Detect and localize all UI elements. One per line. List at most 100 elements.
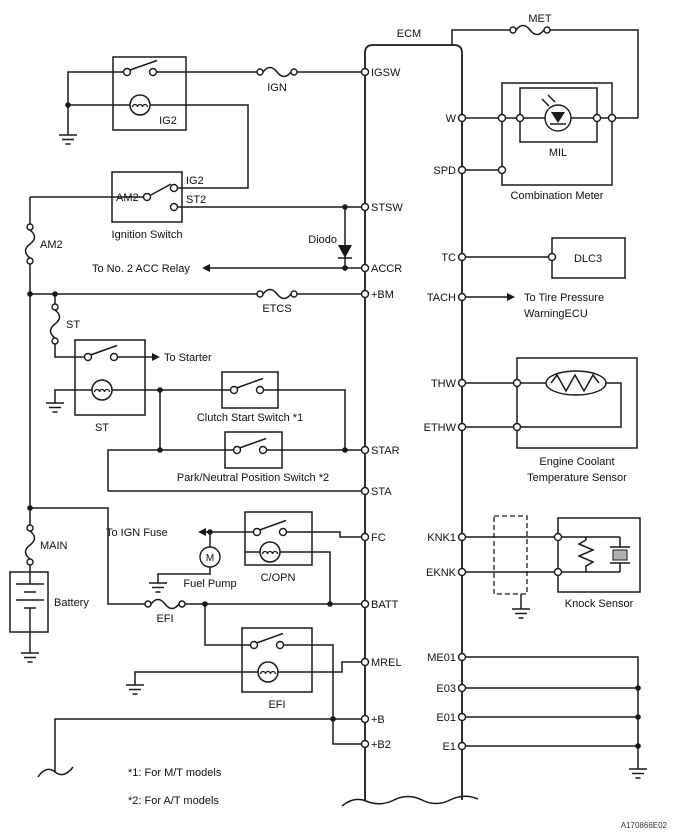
pin-label-igsw: IGSW	[371, 67, 401, 79]
fuse-label-met: MET	[528, 13, 552, 25]
pin-label-sta: STA	[371, 486, 392, 498]
pin-label-eknk: EKNK	[426, 567, 457, 579]
to-tire-pressure-label-line1: To Tire Pressure	[524, 292, 604, 304]
pin-label-batt: BATT	[371, 599, 399, 611]
ect-sensor-label-line1: Engine Coolant	[539, 456, 614, 468]
mil-lamp-icon	[541, 94, 572, 132]
efi-relay-box	[241, 627, 313, 693]
fuse-label-am2: AM2	[40, 239, 63, 251]
ecm-label: ECM	[397, 28, 421, 40]
terminal-label-am2: AM2	[116, 192, 139, 204]
ground-icon	[628, 763, 648, 779]
symbols	[24, 24, 628, 683]
pin-label-me01: ME01	[427, 652, 456, 664]
piezo-element-icon	[612, 549, 628, 561]
fuel-pump-motor-letter: M	[206, 553, 214, 564]
terminal-label-st2: ST2	[186, 194, 206, 206]
pin-label-b2: +B2	[371, 739, 391, 751]
pin-label-fc: FC	[371, 532, 386, 544]
ect-sensor-box	[516, 357, 638, 449]
pin-label-stsw: STSW	[371, 202, 403, 214]
fuel-pump-motor-icon	[199, 546, 221, 568]
combination-meter-label: Combination Meter	[511, 190, 604, 202]
to-acc-relay-label: To No. 2 ACC Relay	[92, 263, 190, 275]
st-relay-coil-icon	[91, 379, 113, 401]
to-acc-relay-arrow-icon	[202, 264, 210, 272]
pin-label-e1: E1	[443, 741, 456, 753]
copn-relay-coil-icon	[259, 541, 281, 563]
park-neutral-switch-label: Park/Neutral Position Switch *2	[177, 472, 329, 484]
to-tire-pressure-arrow-icon	[507, 293, 515, 301]
labels: ECM IGSW STSW ACCR +BM STAR STA FC BATT …	[40, 13, 668, 830]
pin-label-tc: TC	[441, 252, 456, 264]
fuse-label-etcs: ETCS	[262, 303, 291, 315]
knock-sensor-label: Knock Sensor	[565, 598, 634, 610]
pin-label-mrel: MREL	[371, 657, 402, 669]
pin-label-ethw: ETHW	[424, 422, 457, 434]
battery-box	[9, 571, 49, 633]
pin-label-w: W	[446, 113, 457, 125]
figure-id: A170866E02	[621, 821, 668, 830]
to-ign-fuse-label: To IGN Fuse	[106, 527, 168, 539]
to-tire-pressure-label-line2: WarningECU	[524, 308, 588, 320]
pin-label-spd: SPD	[433, 165, 456, 177]
relay-label-st: ST	[95, 422, 109, 434]
to-ign-fuse-arrow-icon	[198, 528, 206, 536]
ecm-break-wave	[341, 795, 479, 807]
ig2-relay-coil-icon	[129, 94, 151, 116]
pin-label-tach: TACH	[427, 292, 456, 304]
ign-fuse-icon	[256, 66, 298, 78]
pin-label-b: +B	[371, 714, 385, 726]
ground-icon	[20, 647, 40, 663]
mil-label: MIL	[549, 147, 567, 159]
pin-label-e01: E01	[436, 712, 456, 724]
fuse-label-efi: EFI	[156, 613, 173, 625]
relay-label-ig2: IG2	[159, 115, 177, 127]
pin-label-thw: THW	[431, 378, 457, 390]
ground-icon	[511, 603, 531, 619]
to-starter-arrow-icon	[152, 353, 160, 361]
note-at-models: *2: For A/T models	[128, 795, 219, 807]
ect-sensor-label-line2: Tem​perature Sensor	[527, 472, 627, 484]
ecm-outline	[341, 44, 479, 807]
relay-label-efi: EFI	[268, 699, 285, 711]
clutch-start-switch-box	[221, 371, 279, 409]
ground-icon	[58, 129, 78, 145]
met-fuse-icon	[509, 24, 551, 36]
relay-label-copn: C/OPN	[261, 572, 296, 584]
note-mt-models: *1: For M/T models	[128, 767, 222, 779]
grounds	[20, 129, 648, 779]
main-fuse-icon	[24, 524, 36, 566]
terminal-label-ig2: IG2	[186, 175, 204, 187]
to-starter-label: To Starter	[164, 352, 212, 364]
diode-label: Diodo	[308, 234, 337, 246]
diode-icon	[338, 245, 352, 258]
etcs-fuse-icon	[256, 288, 298, 300]
st-relay-box	[74, 339, 146, 416]
clutch-start-switch-label: Clutch Start Switch *1	[197, 412, 303, 424]
ig2-relay-box	[112, 56, 187, 131]
pin-label-star: STAR	[371, 445, 400, 457]
dlc3-label: DLC3	[574, 253, 602, 265]
terminals	[83, 67, 617, 751]
park-neutral-switch-box	[224, 431, 283, 469]
thermistor-icon	[545, 370, 607, 396]
copn-relay-box	[244, 511, 313, 566]
am2-fuse-icon	[24, 223, 36, 265]
ground-icon	[45, 397, 65, 413]
fuse-label-main: MAIN	[40, 540, 68, 552]
efi-fuse-icon	[144, 598, 186, 610]
combination-meter-box	[501, 82, 613, 186]
st-fuse-icon	[49, 303, 61, 345]
efi-relay-coil-icon	[257, 661, 279, 683]
pin-label-bm: +BM	[371, 289, 394, 301]
battery-label: Battery	[54, 597, 89, 609]
fuse-label-ign: IGN	[267, 82, 287, 94]
ground-icon	[125, 679, 145, 695]
pin-label-e03: E03	[436, 683, 456, 695]
knock-sensor-box	[557, 517, 641, 593]
ignition-switch-box	[111, 171, 183, 223]
pin-label-knk1: KNK1	[427, 532, 456, 544]
ignition-switch-label: Ignition Switch	[112, 229, 183, 241]
